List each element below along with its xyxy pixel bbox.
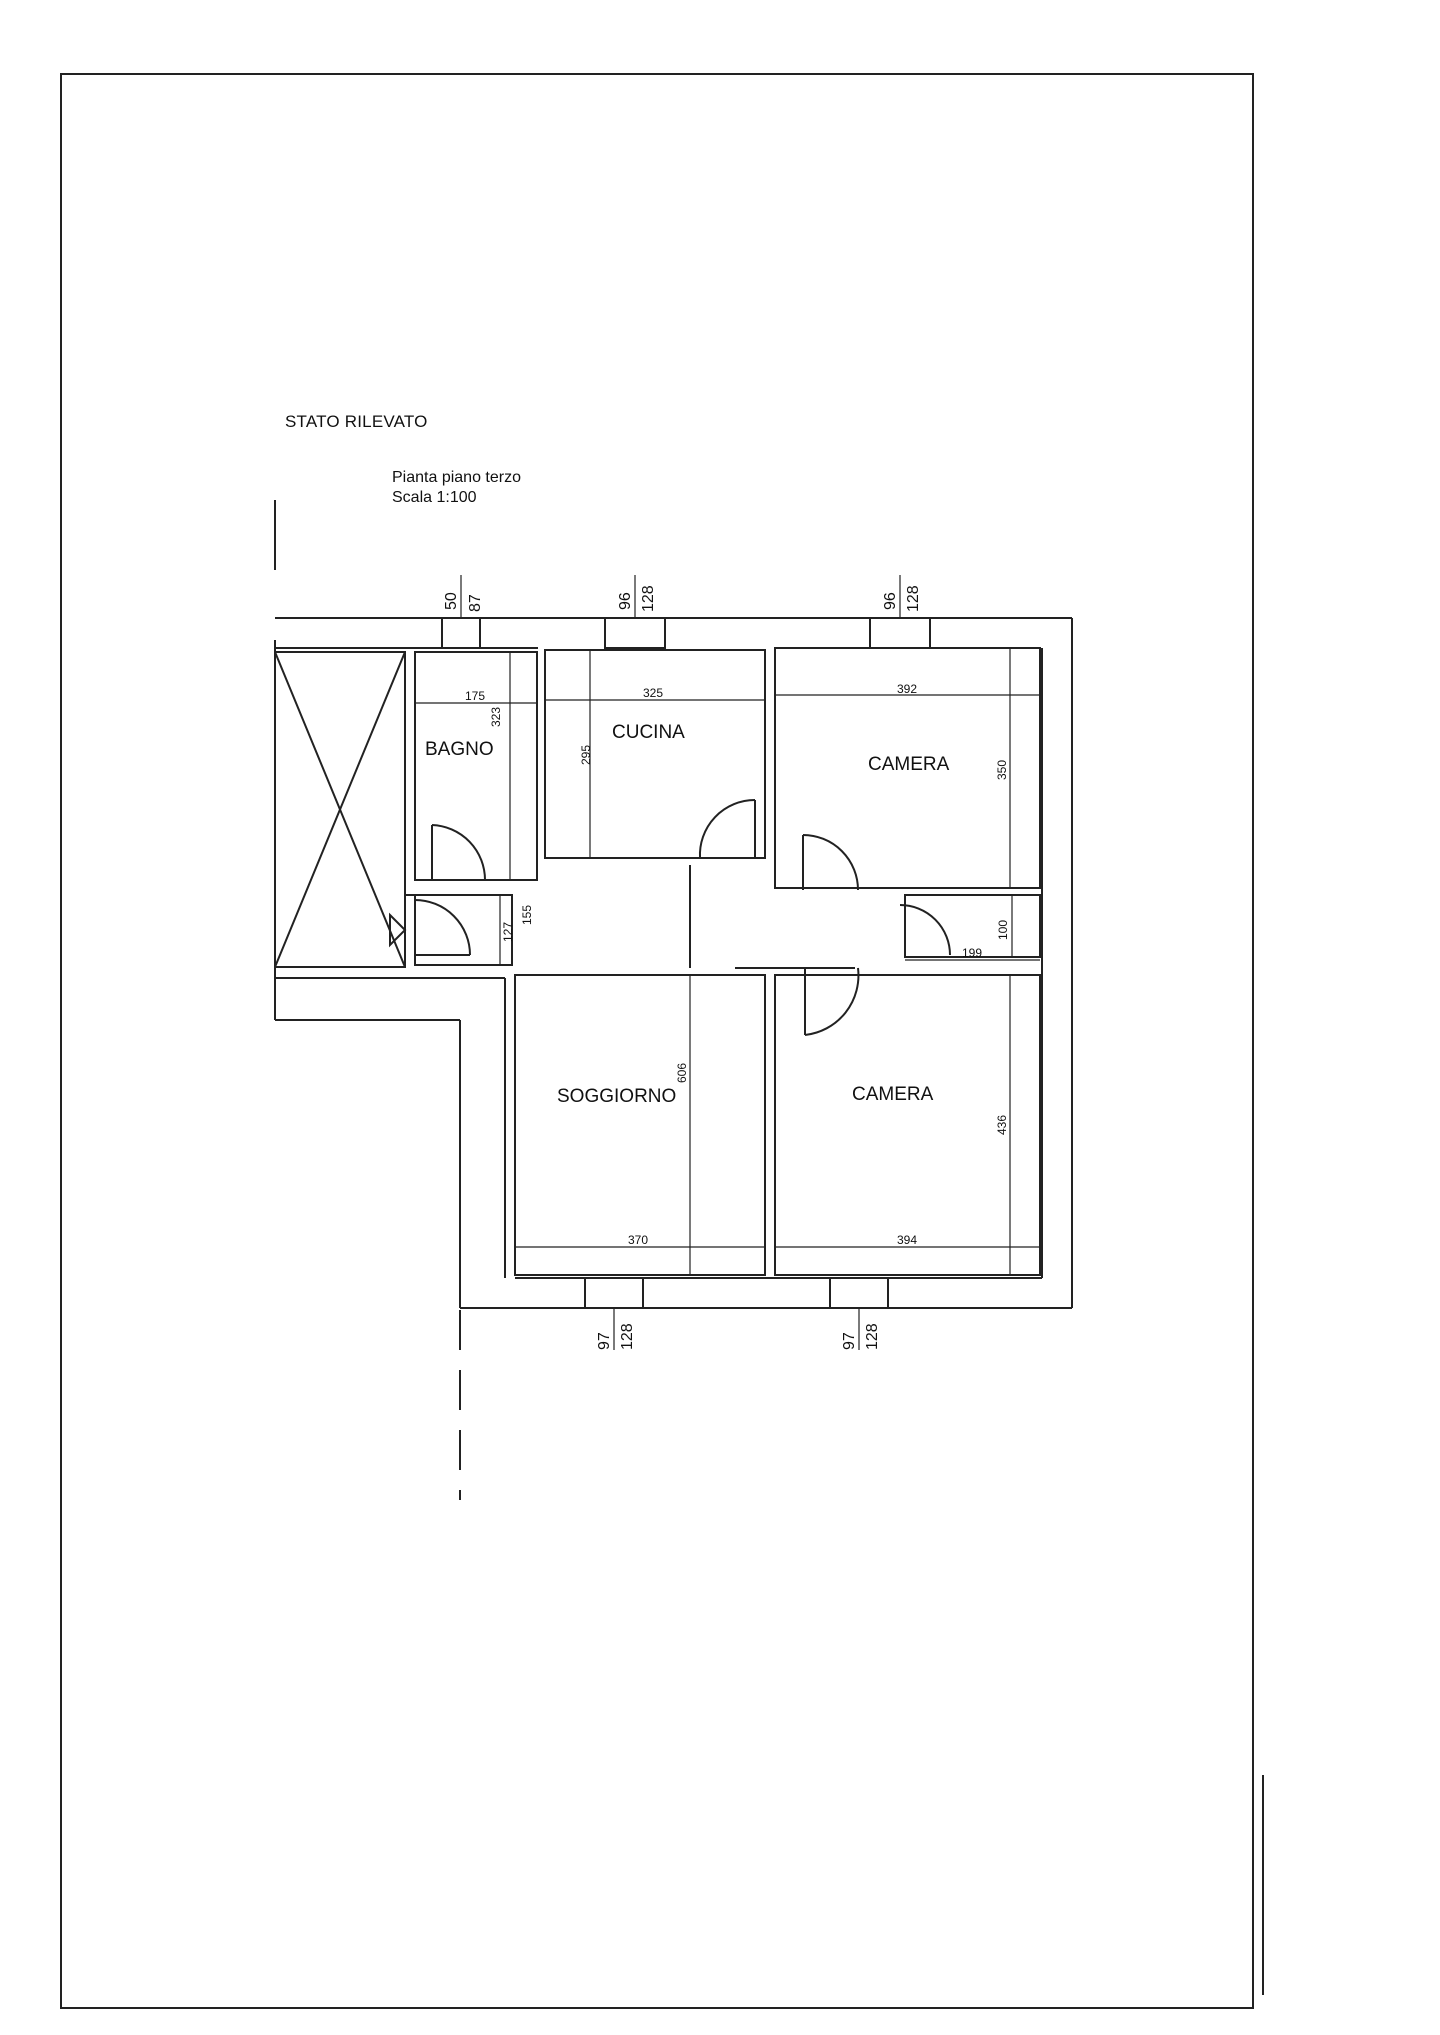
soggiorno-walls bbox=[514, 974, 766, 1276]
dim-camera-top-width: 392 bbox=[897, 682, 917, 696]
dim-closet-width: 199 bbox=[962, 946, 982, 960]
dim-soggiorno-width: 370 bbox=[628, 1233, 648, 1247]
dim-bagno-width: 175 bbox=[465, 689, 485, 703]
stair-shaft bbox=[274, 651, 406, 968]
window-camera-bottom bbox=[829, 1277, 889, 1309]
closet-walls bbox=[904, 894, 1041, 958]
camera-bottom-door-swing bbox=[804, 967, 860, 1036]
closet-door-swing bbox=[899, 904, 951, 956]
dim-camera-bottom-height: 436 bbox=[995, 1115, 1009, 1135]
cucina-walls bbox=[544, 649, 766, 859]
vestibule-walls bbox=[414, 894, 513, 966]
bagno-walls bbox=[414, 651, 538, 881]
window-camera-top bbox=[869, 617, 931, 649]
win-bagno-height: 87 bbox=[467, 594, 484, 612]
win-bagno-width: 50 bbox=[443, 592, 460, 610]
win-camera-top-width: 96 bbox=[882, 592, 899, 610]
room-label-camera-bottom: CAMERA bbox=[852, 1084, 934, 1105]
plan-name: Pianta piano terzo bbox=[392, 469, 521, 486]
binding-mark bbox=[1262, 1775, 1264, 1995]
window-bagno bbox=[441, 617, 481, 649]
dim-closet-height: 100 bbox=[996, 920, 1010, 940]
dim-cucina-width: 325 bbox=[643, 686, 663, 700]
win-camera-bottom-height: 128 bbox=[864, 1323, 881, 1350]
stair-arrow-icon bbox=[389, 912, 407, 948]
win-soggiorno-height: 128 bbox=[619, 1323, 636, 1350]
win-cucina-width: 96 bbox=[617, 592, 634, 610]
win-soggiorno-width: 97 bbox=[596, 1332, 613, 1350]
window-soggiorno bbox=[584, 1277, 644, 1309]
camera-top-door-swing bbox=[802, 834, 859, 891]
drawing-title: STATO RILEVATO bbox=[285, 412, 428, 431]
room-label-bagno: BAGNO bbox=[425, 739, 494, 760]
plan-scale: Scala 1:100 bbox=[392, 489, 477, 506]
vestibule-door-swing bbox=[414, 899, 471, 956]
camera-bottom-walls bbox=[774, 974, 1041, 1276]
dim-soggiorno-height: 606 bbox=[675, 1063, 689, 1083]
window-cucina bbox=[604, 617, 666, 649]
cucina-door-swing bbox=[698, 798, 756, 859]
shaft-cross-b bbox=[274, 651, 406, 968]
sheet-frame bbox=[60, 73, 1254, 2009]
plan-caption: Pianta piano terzo Scala 1:100 bbox=[392, 468, 521, 508]
bagno-door-swing bbox=[431, 824, 486, 881]
room-label-camera-top: CAMERA bbox=[868, 754, 950, 775]
win-camera-bottom-width: 97 bbox=[841, 1332, 858, 1350]
room-label-soggiorno: SOGGIORNO bbox=[557, 1086, 676, 1107]
dim-corridor-a: 127 bbox=[501, 922, 515, 942]
dim-camera-bottom-width: 394 bbox=[897, 1233, 917, 1247]
dim-bagno-height: 323 bbox=[489, 707, 503, 727]
dim-cucina-height: 295 bbox=[579, 745, 593, 765]
win-camera-top-height: 128 bbox=[905, 585, 922, 612]
room-label-cucina: CUCINA bbox=[612, 722, 685, 743]
dim-camera-top-height: 350 bbox=[995, 760, 1009, 780]
win-cucina-height: 128 bbox=[640, 585, 657, 612]
dim-corridor-b: 155 bbox=[520, 905, 534, 925]
